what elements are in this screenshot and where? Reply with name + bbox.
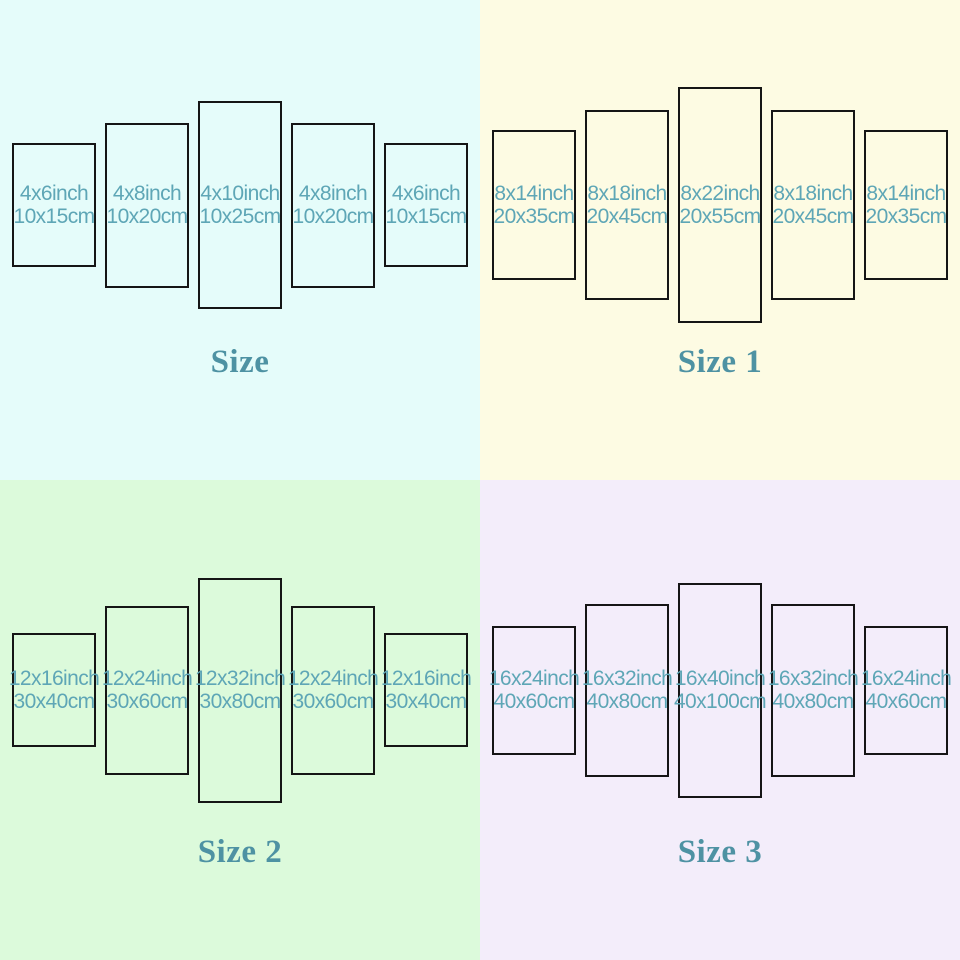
panel-size-cm: 20x45cm (586, 205, 669, 228)
panel-size-cm: 40x100cm (673, 690, 767, 713)
quadrant-title: Size 1 (677, 344, 763, 380)
panel-size-cm: 30x40cm (13, 690, 96, 713)
panel-size-inch: 12x16inch (380, 667, 472, 690)
panel-size-inch: 8x22inch (680, 182, 760, 205)
quadrant-size-1: 8x14inch 20x35cm 8x18inch 20x45cm 8x22in… (480, 0, 960, 480)
canvas-panel: 16x32inch 40x80cm (767, 603, 859, 777)
panel-size-cm: 30x80cm (199, 690, 282, 713)
panel-size-inch: 8x14inch (866, 182, 946, 205)
panel-row: 8x14inch 20x35cm 8x18inch 20x45cm 8x22in… (480, 0, 960, 410)
quadrant-size-2: 12x16inch 30x40cm 12x24inch 30x60cm 12x3… (0, 480, 480, 960)
panel-size-inch: 4x6inch (391, 182, 461, 205)
canvas-panel: 8x14inch 20x35cm (864, 130, 948, 280)
panel-size-inch: 8x18inch (773, 182, 853, 205)
canvas-panel: 4x6inch 10x15cm (12, 143, 96, 267)
panel-size-cm: 10x15cm (13, 205, 96, 228)
panel-size-inch: 12x24inch (287, 667, 379, 690)
quadrant-title: Size 2 (197, 834, 283, 870)
panel-size-cm: 20x35cm (493, 205, 576, 228)
canvas-panel: 12x24inch 30x60cm (101, 605, 193, 775)
panel-size-cm: 10x20cm (292, 205, 375, 228)
panel-size-inch: 16x40inch (674, 667, 766, 690)
panel-size-inch: 4x8inch (298, 182, 368, 205)
canvas-panel: 16x32inch 40x80cm (581, 603, 673, 777)
panel-size-inch: 16x32inch (581, 667, 673, 690)
panel-size-cm: 40x60cm (493, 690, 576, 713)
panel-row: 4x6inch 10x15cm 4x8inch 10x20cm 4x10inch… (0, 0, 480, 410)
panel-size-inch: 16x24inch (860, 667, 952, 690)
canvas-panel: 16x40inch 40x100cm (674, 582, 767, 798)
panel-size-cm: 10x15cm (385, 205, 468, 228)
panel-size-inch: 16x32inch (767, 667, 859, 690)
panel-size-inch: 12x32inch (194, 667, 286, 690)
canvas-panel: 4x6inch 10x15cm (384, 143, 468, 267)
quadrant-size-3: 16x24inch 40x60cm 16x32inch 40x80cm 16x4… (480, 480, 960, 960)
canvas-panel: 12x16inch 30x40cm (380, 633, 472, 747)
panel-row: 12x16inch 30x40cm 12x24inch 30x60cm 12x3… (0, 480, 480, 900)
canvas-panel: 4x10inch 10x25cm (198, 101, 282, 309)
canvas-panel: 16x24inch 40x60cm (488, 625, 580, 755)
canvas-panel: 8x18inch 20x45cm (585, 110, 669, 300)
canvas-panel: 8x14inch 20x35cm (492, 130, 576, 280)
panel-size-cm: 10x25cm (199, 205, 282, 228)
panel-size-inch: 8x18inch (587, 182, 667, 205)
panel-size-inch: 4x6inch (19, 182, 89, 205)
quadrant-title: Size (210, 344, 270, 380)
canvas-panel: 12x16inch 30x40cm (8, 633, 100, 747)
panel-size-cm: 20x35cm (865, 205, 948, 228)
panel-size-inch: 8x14inch (494, 182, 574, 205)
panel-size-cm: 10x20cm (106, 205, 189, 228)
canvas-panel: 8x18inch 20x45cm (771, 110, 855, 300)
panel-size-cm: 40x80cm (586, 690, 669, 713)
canvas-panel: 4x8inch 10x20cm (105, 122, 189, 288)
panel-size-cm: 20x55cm (679, 205, 762, 228)
canvas-panel: 12x24inch 30x60cm (287, 605, 379, 775)
panel-size-cm: 30x60cm (292, 690, 375, 713)
panel-size-cm: 40x80cm (772, 690, 855, 713)
panel-size-inch: 4x8inch (112, 182, 182, 205)
panel-size-cm: 20x45cm (772, 205, 855, 228)
canvas-panel: 16x24inch 40x60cm (860, 625, 952, 755)
quadrant-size: 4x6inch 10x15cm 4x8inch 10x20cm 4x10inch… (0, 0, 480, 480)
panel-size-inch: 16x24inch (488, 667, 580, 690)
canvas-panel: 4x8inch 10x20cm (291, 122, 375, 288)
canvas-panel: 12x32inch 30x80cm (194, 577, 286, 803)
panel-size-inch: 12x24inch (101, 667, 193, 690)
panel-size-cm: 30x40cm (385, 690, 468, 713)
panel-row: 16x24inch 40x60cm 16x32inch 40x80cm 16x4… (480, 480, 960, 900)
quadrant-title: Size 3 (677, 834, 763, 870)
panel-size-cm: 40x60cm (865, 690, 948, 713)
panel-size-cm: 30x60cm (106, 690, 189, 713)
canvas-panel: 8x22inch 20x55cm (678, 87, 762, 323)
panel-size-inch: 12x16inch (8, 667, 100, 690)
panel-size-inch: 4x10inch (200, 182, 280, 205)
